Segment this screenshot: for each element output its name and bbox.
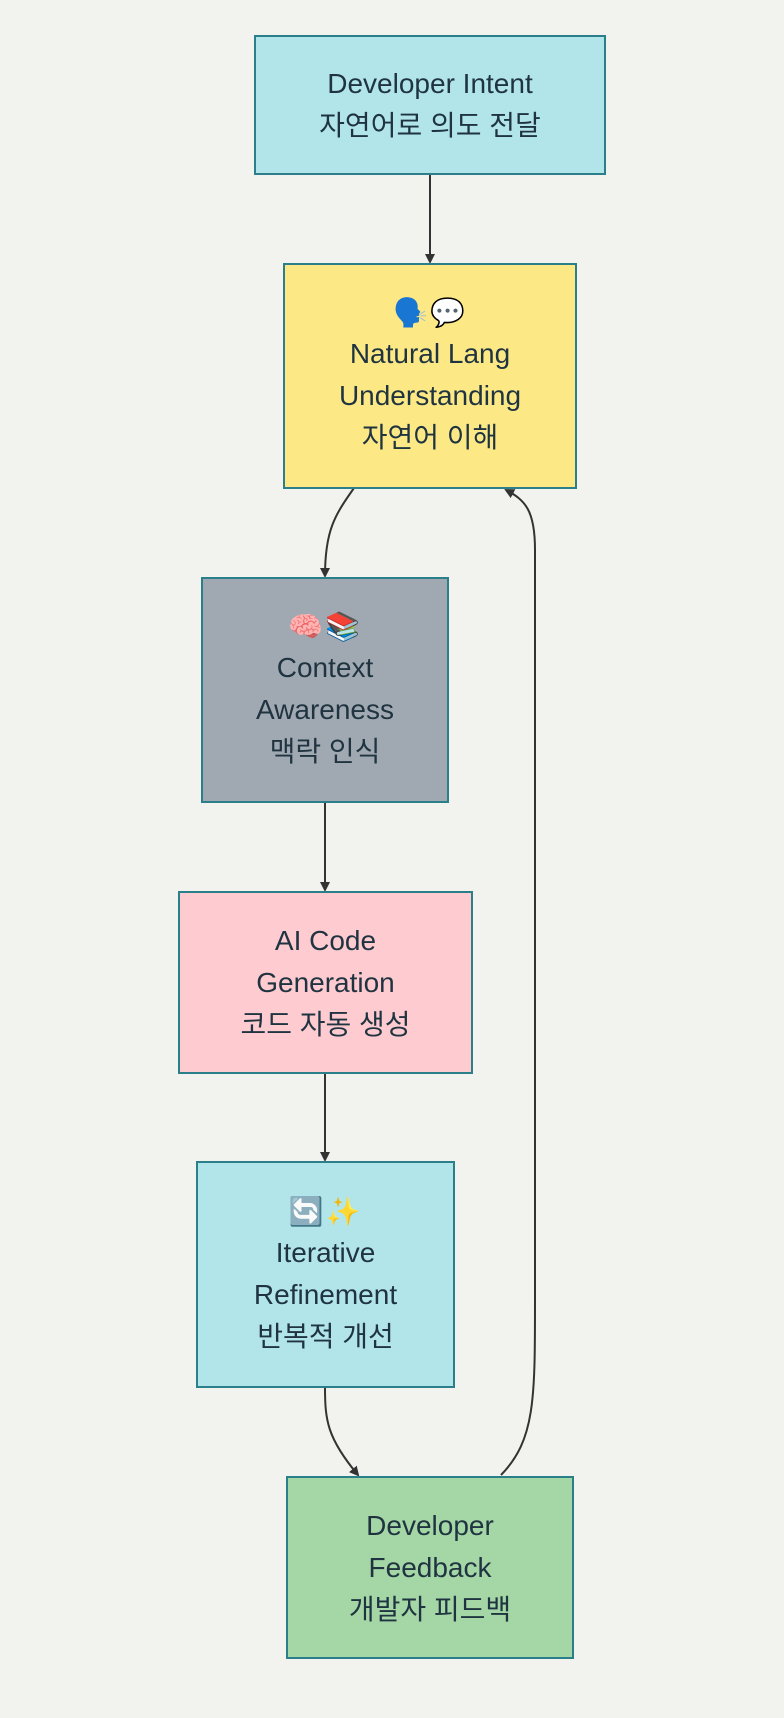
- node-refine-line-2: Refinement: [253, 1278, 398, 1310]
- node-natural-lang-understanding: 🗣️💬 Natural Lang Understanding 자연어 이해: [283, 263, 577, 489]
- node-context-line-2: Awareness: [255, 694, 394, 725]
- node-context-line-3: 맥락 인식: [269, 736, 381, 767]
- node-context-awareness: 🧠📚 Context Awareness 맥락 인식: [201, 577, 449, 803]
- node-ai-code-generation: AI Code Generation 코드 자동 생성: [178, 891, 473, 1074]
- edge-nlu-to-context: [320, 487, 355, 578]
- node-codegen-line-2: Generation: [256, 966, 395, 998]
- node-iterative-refinement: 🔄✨ Iterative Refinement 반복적 개선: [196, 1161, 455, 1388]
- node-nlu-line-2: Understanding: [338, 380, 522, 411]
- node-codegen-line-3: 코드 자동 생성: [240, 1008, 411, 1040]
- node-context-line-1: Context: [276, 652, 374, 683]
- node-refine-line-1: Iterative: [275, 1236, 376, 1268]
- node-refine-line-3: 반복적 개선: [257, 1320, 394, 1352]
- brain-books-icon: 🧠📚: [288, 610, 362, 643]
- node-feedback-line-2: Feedback: [368, 1551, 492, 1583]
- node-developer-intent-line-2: 자연어로 의도 전달: [319, 110, 541, 141]
- node-feedback-line-3: 개발자 피드백: [348, 1593, 512, 1625]
- speaking-head-speech-bubble-icon: 🗣️💬: [393, 296, 467, 329]
- edge-refine-to-feedback: [324, 1386, 360, 1477]
- node-codegen-line-1: AI Code: [274, 924, 377, 956]
- node-nlu-line-3: 자연어 이해: [361, 422, 499, 453]
- refresh-sparkles-icon: 🔄✨: [288, 1194, 363, 1228]
- node-developer-intent: Developer Intent 자연어로 의도 전달: [254, 35, 606, 175]
- node-developer-feedback: Developer Feedback 개발자 피드백: [286, 1476, 574, 1659]
- node-feedback-line-1: Developer: [366, 1509, 494, 1541]
- node-developer-intent-line-1: Developer Intent: [327, 68, 533, 99]
- node-nlu-line-1: Natural Lang: [349, 338, 511, 369]
- edge-feedback-to-nlu: [500, 489, 536, 1476]
